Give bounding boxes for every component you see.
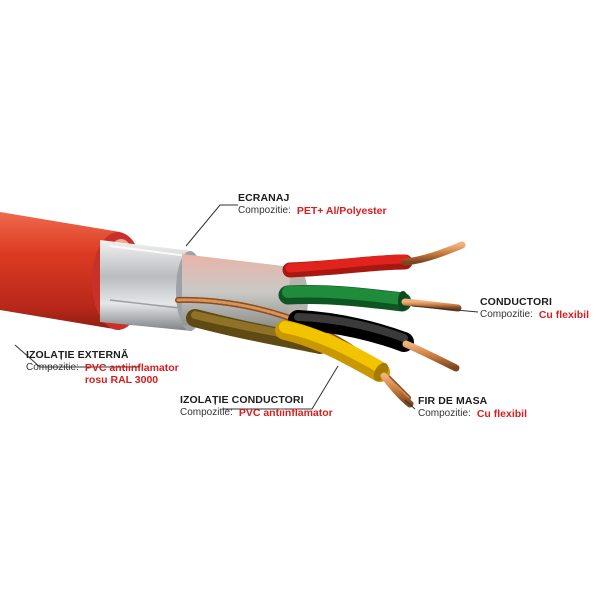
leader-conductori	[411, 305, 479, 313]
callout-label: Compozitie:	[26, 361, 79, 373]
callout-izolatie-externa: IZOLAȚIE EXTERNĂ Compozitie: PVC antiinf…	[26, 349, 179, 387]
leader-izolatie-conductori	[222, 365, 339, 410]
leader-izolatie-externa	[14, 344, 140, 368]
callout-value: Cu flexibil	[476, 407, 527, 420]
callout-label: Compozitie:	[238, 204, 291, 216]
callout-title: IZOLAȚIE EXTERNĂ	[26, 349, 129, 361]
callout-value: PVC antiinflamator	[238, 406, 333, 419]
wire-black	[288, 310, 460, 372]
wire-red	[282, 241, 466, 278]
wire-green	[278, 285, 462, 312]
callout-fir-de-masa: FIR DE MASA Compozitie: Cu flexibil	[418, 395, 527, 420]
callout-title: IZOLAȚIE CONDUCTORI	[180, 394, 304, 406]
callout-ecranaj: ECRANAJ Compozitie: PET+ Al/Polyester	[238, 192, 387, 217]
callout-label: Compozitie:	[418, 407, 471, 419]
leader-lines	[14, 204, 479, 410]
callout-value-line-1: PVC antiinflamator	[84, 361, 179, 374]
callout-value-line-2: rosu RAL 3000	[84, 374, 159, 387]
callout-title: ECRANAJ	[238, 192, 290, 204]
callout-label: Compozitie:	[480, 308, 533, 320]
callout-value: Cu flexibil	[538, 308, 589, 321]
callout-title: FIR DE MASA	[418, 395, 488, 407]
callout-value: PET+ Al/Polyester	[296, 204, 387, 217]
callout-izolatie-conductori: IZOLAȚIE CONDUCTORI Compozitie: PVC anti…	[180, 394, 333, 419]
callout-label: Compozitie:	[180, 406, 233, 418]
leader-fir-de-masa	[404, 399, 416, 410]
callout-conductori: CONDUCTORI Compozitie: Cu flexibil	[480, 296, 589, 321]
leader-ecranaj	[185, 204, 238, 247]
callout-title: CONDUCTORI	[480, 296, 552, 308]
